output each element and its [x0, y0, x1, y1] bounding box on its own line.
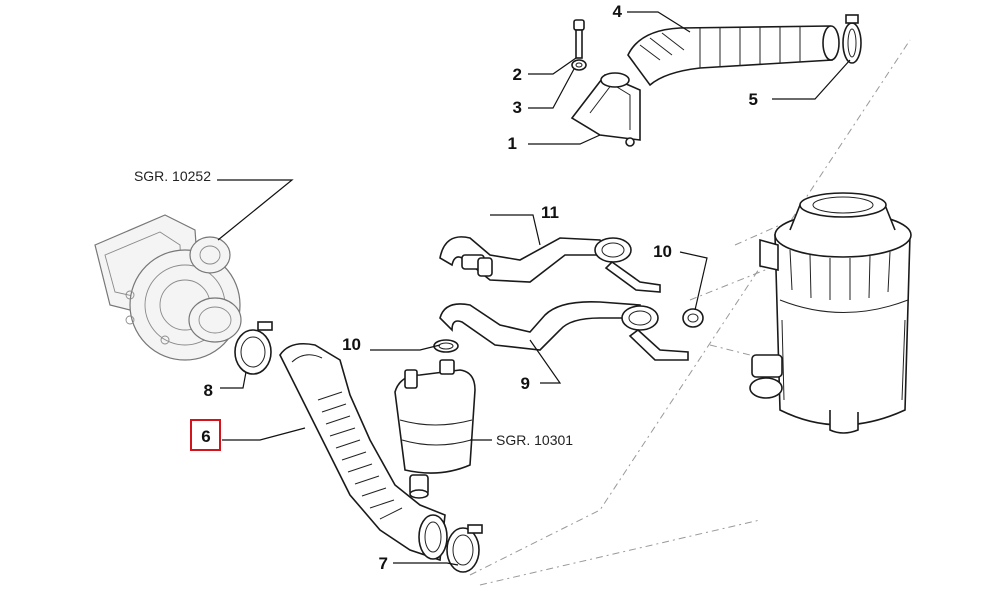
- callout-6: 6: [201, 427, 210, 446]
- callout-labels: 1 2 3 4 5 6 7 8 9 10 10 11 SGR. 10252 SG…: [134, 2, 758, 573]
- part-11-breather-hose: [439, 236, 661, 293]
- air-filter-housing: [749, 192, 912, 434]
- callout-5: 5: [749, 90, 758, 109]
- part-8-clamp: [234, 321, 273, 375]
- callout-10-right: 10: [653, 242, 672, 261]
- part-10-clamp-left: [433, 339, 459, 353]
- callout-11: 11: [541, 203, 559, 222]
- callout-10-left: 10: [342, 335, 361, 354]
- callout-2: 2: [513, 65, 522, 84]
- callout-7: 7: [379, 554, 388, 573]
- part-1-intake-elbow: [570, 72, 641, 147]
- reference-turbo: SGR. 10252: [134, 168, 211, 184]
- part-7-clamp: [446, 524, 483, 573]
- part-9-breather-hose: [439, 300, 689, 361]
- reference-tank: SGR. 10301: [496, 432, 573, 448]
- highlight-box: [190, 419, 221, 451]
- part-6-turbo-hose: [279, 342, 448, 562]
- callout-8: 8: [204, 381, 213, 400]
- callout-4: 4: [613, 2, 623, 21]
- part-5-clamp: [842, 14, 862, 64]
- callout-1: 1: [508, 134, 517, 153]
- part-10-clamp-right: [682, 308, 704, 328]
- leader-lines: [217, 11, 851, 566]
- callout-9: 9: [521, 374, 530, 393]
- turbocharger-reference: [94, 214, 242, 361]
- callout-3: 3: [513, 98, 522, 117]
- expansion-tank-reference: [394, 359, 476, 499]
- part-4-upper-hose: [627, 25, 840, 87]
- part-3-washer: [571, 59, 587, 71]
- part-2-bolt: [573, 19, 585, 59]
